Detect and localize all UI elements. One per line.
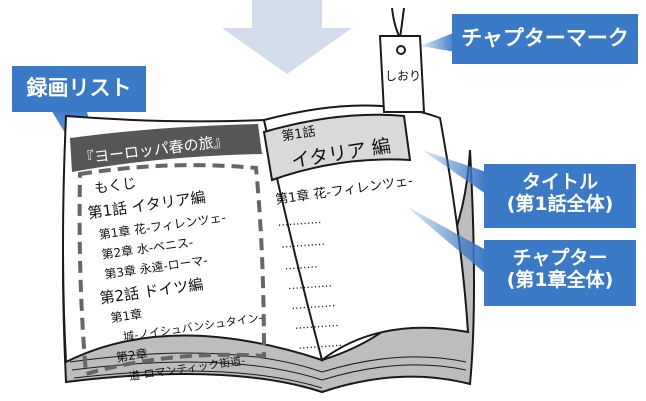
pointer-chapter bbox=[406, 206, 486, 274]
toc-box bbox=[77, 163, 267, 377]
chapter-label-line2: (第1章全体) bbox=[506, 268, 614, 291]
dotted-lines: ………… ………… ……… ………… ………… ………… ………… bbox=[277, 213, 343, 352]
dotted-line: ………… bbox=[281, 235, 326, 251]
chapter-mark-text: チャプターマーク bbox=[461, 26, 629, 50]
down-arrow-icon bbox=[222, 0, 352, 74]
bookmark bbox=[378, 35, 426, 113]
chapter-label-line1: チャプター bbox=[512, 247, 608, 269]
recording-list-text: 録画リスト bbox=[26, 76, 132, 100]
toc-heading: もくじ bbox=[93, 175, 137, 197]
dotted-line: ………… bbox=[277, 213, 322, 229]
title-label-line1: タイトル bbox=[521, 171, 598, 193]
toc-line: 第1章 bbox=[110, 306, 143, 325]
title-box bbox=[262, 113, 412, 182]
page-stack-lines bbox=[69, 352, 467, 389]
chapter-label: チャプター (第1章全体) bbox=[484, 240, 636, 306]
pointer-chapter-mark bbox=[420, 32, 456, 52]
bookmark-hole bbox=[396, 45, 406, 55]
chapter-mark-label: チャプターマーク bbox=[452, 14, 638, 64]
dotted-line: ………… bbox=[294, 316, 339, 332]
title-label-line2: (第1話全体) bbox=[506, 192, 614, 215]
title-small: 第1話 bbox=[280, 124, 316, 145]
title-label: タイトル (第1話全体) bbox=[484, 164, 636, 228]
bookmark-text: しおり bbox=[385, 69, 421, 83]
toc-line: 第2章 bbox=[115, 346, 148, 365]
dotted-line: ……… bbox=[284, 257, 318, 272]
header-band bbox=[70, 124, 262, 172]
dotted-line: ………… bbox=[287, 276, 332, 292]
dotted-line: ………… bbox=[298, 336, 343, 352]
recording-list-label: 録画リスト bbox=[12, 66, 146, 112]
dotted-line: ………… bbox=[291, 296, 336, 312]
bookmark-string bbox=[391, 7, 405, 42]
pointer-title bbox=[422, 150, 486, 194]
